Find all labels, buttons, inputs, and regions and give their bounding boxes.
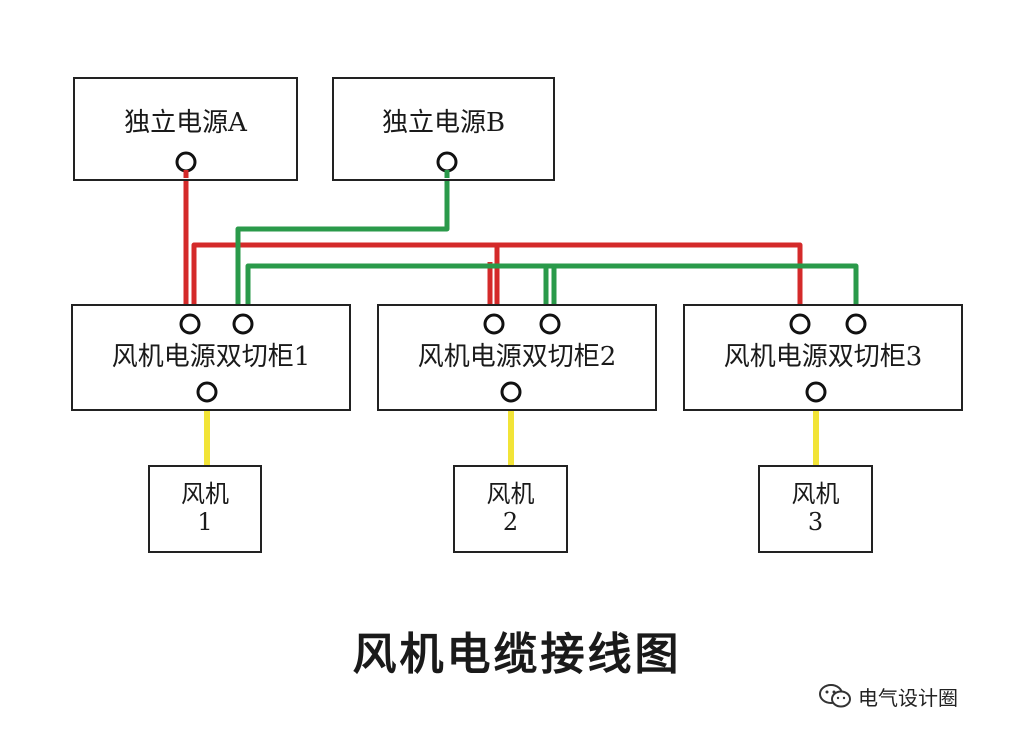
cabinet-2-box: 风机电源双切柜2 (377, 304, 657, 411)
source-b-label: 独立电源B (381, 108, 506, 139)
fan-3-label: 风机 (791, 480, 840, 509)
fan-1-box: 风机 1 (148, 465, 262, 553)
source-a-label: 独立电源A (124, 108, 247, 139)
watermark-text: 电气设计圈 (858, 685, 958, 710)
wechat-icon (818, 683, 852, 709)
cabinet-1-label: 风机电源双切柜1 (111, 341, 311, 372)
fan-2-box: 风机 2 (453, 465, 568, 553)
cabinet-3-box: 风机电源双切柜3 (683, 304, 963, 411)
fan-2-number: 2 (502, 508, 519, 536)
fan-2-label: 风机 (486, 480, 535, 509)
diagram-title: 风机电缆接线图 (352, 629, 682, 680)
source-b-box: 独立电源B (332, 77, 555, 181)
source-a-box: 独立电源A (73, 77, 298, 181)
fan-3-number: 3 (807, 508, 824, 536)
cable-source-a (183, 164, 803, 322)
cabinet-3-label: 风机电源双切柜3 (723, 341, 923, 372)
watermark: 电气设计圈 (818, 678, 958, 714)
fan-1-label: 风机 (181, 480, 229, 509)
cabinet-2-label: 风机电源双切柜2 (417, 341, 617, 372)
fan-3-box: 风机 3 (758, 465, 873, 553)
cabinet-1-box: 风机电源双切柜1 (71, 304, 351, 411)
fan-1-number: 1 (197, 508, 213, 536)
